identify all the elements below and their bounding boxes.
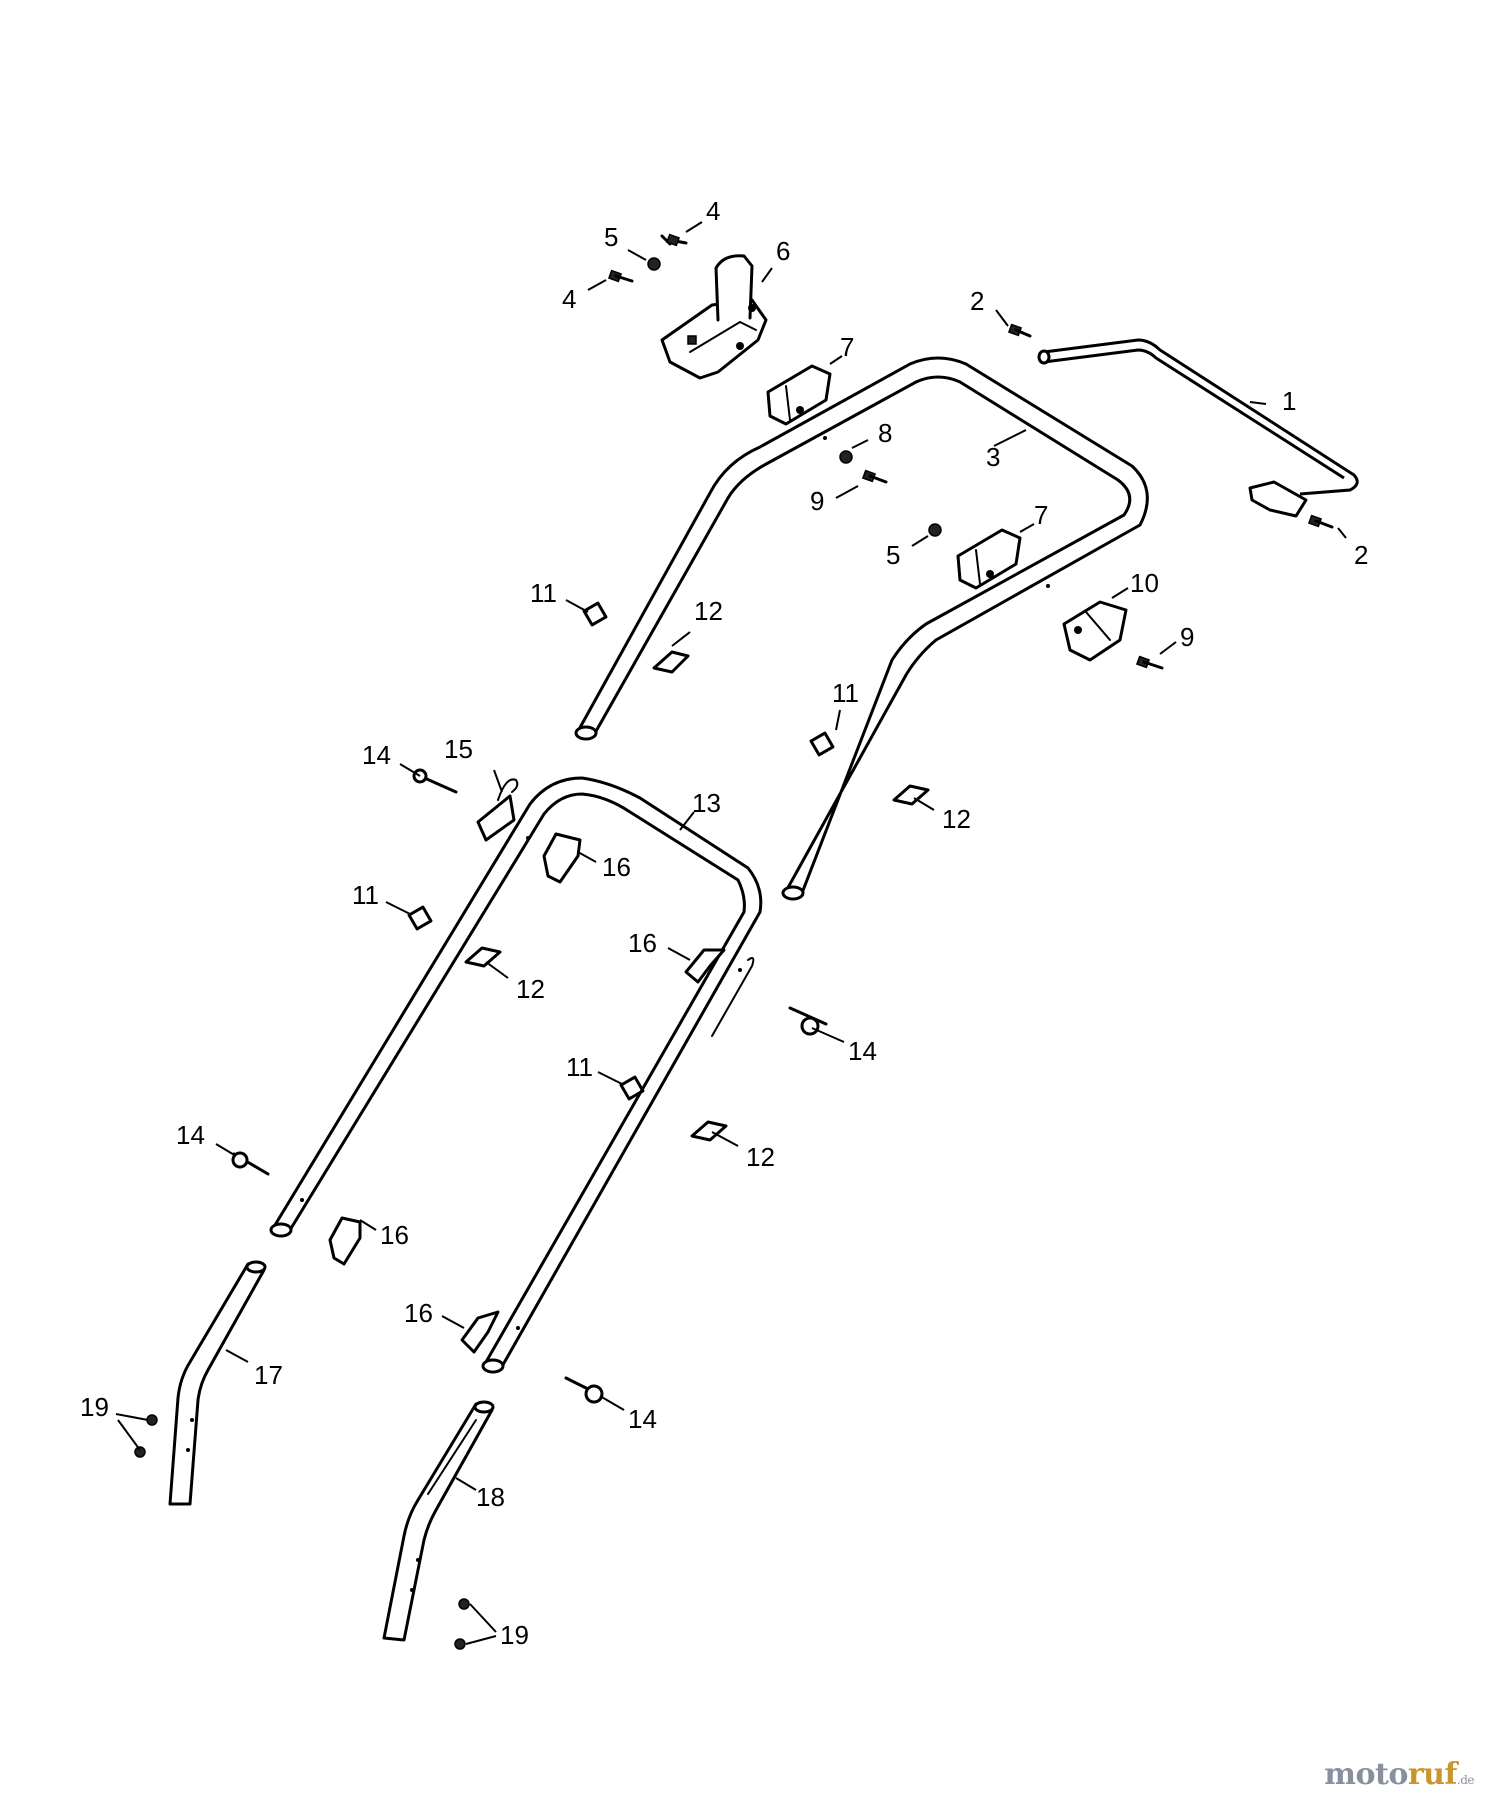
callout-5b: 5	[886, 540, 900, 570]
callout-11c: 11	[352, 880, 379, 910]
star-knobs	[328, 832, 726, 1354]
leader-lines	[115, 221, 1347, 1645]
callout-7a: 7	[840, 332, 854, 362]
bail-lever	[1037, 338, 1359, 518]
callout-7b: 7	[1034, 500, 1048, 530]
washers	[464, 650, 930, 1142]
callout-15: 15	[444, 734, 473, 764]
callout-12d: 12	[746, 1142, 775, 1172]
callout-2b: 2	[1354, 540, 1368, 570]
callout-11b: 11	[832, 678, 859, 708]
callout-14d: 14	[628, 1404, 657, 1434]
callout-14b: 14	[848, 1036, 877, 1066]
callout-9b: 9	[1180, 622, 1194, 652]
upper-handle-bar	[574, 356, 1149, 901]
cable-clip	[476, 778, 519, 842]
callout-6: 6	[776, 236, 790, 266]
callout-14a: 14	[362, 740, 391, 770]
cable-clamp-lower	[956, 528, 1022, 590]
callout-1: 1	[1282, 386, 1296, 416]
callout-17: 17	[254, 1360, 283, 1390]
callout-4a: 4	[706, 196, 720, 226]
callout-18: 18	[476, 1482, 505, 1512]
callout-5a: 5	[604, 222, 618, 252]
callout-11d: 11	[566, 1052, 593, 1082]
callout-12a: 12	[694, 596, 723, 626]
callout-8: 8	[878, 418, 892, 448]
callout-12c: 12	[516, 974, 545, 1004]
callout-12b: 12	[942, 804, 971, 834]
callout-10: 10	[1130, 568, 1159, 598]
square-nuts	[407, 601, 835, 1101]
lower-handle-bar	[269, 776, 763, 1374]
callout-19a: 19	[80, 1392, 109, 1422]
screws-and-nuts	[607, 233, 1334, 670]
callout-13: 13	[692, 788, 721, 818]
callout-11a: 11	[530, 578, 557, 608]
callout-9a: 9	[810, 486, 824, 516]
brand-logo: motoruf.de	[1324, 1757, 1474, 1792]
cable-guide	[1062, 600, 1128, 662]
callout-16c: 16	[380, 1220, 409, 1250]
callout-19b: 19	[500, 1620, 529, 1650]
callout-3: 3	[986, 442, 1000, 472]
callout-labels: 1 2 2 3 4 4 5 5 6 7 7 8 9 9 10 11 11 11 …	[80, 196, 1368, 1650]
callout-14c: 14	[176, 1120, 205, 1150]
callout-16d: 16	[404, 1298, 433, 1328]
gear-shift-unit	[660, 254, 768, 380]
callout-16a: 16	[602, 852, 631, 882]
callout-4b: 4	[562, 284, 576, 314]
callout-2a: 2	[970, 286, 984, 316]
bottom-tube-left	[168, 1260, 267, 1506]
bottom-tube-right	[382, 1400, 495, 1642]
cable-clamp-upper	[766, 364, 832, 426]
bolts	[231, 768, 828, 1404]
callout-16b: 16	[628, 928, 657, 958]
